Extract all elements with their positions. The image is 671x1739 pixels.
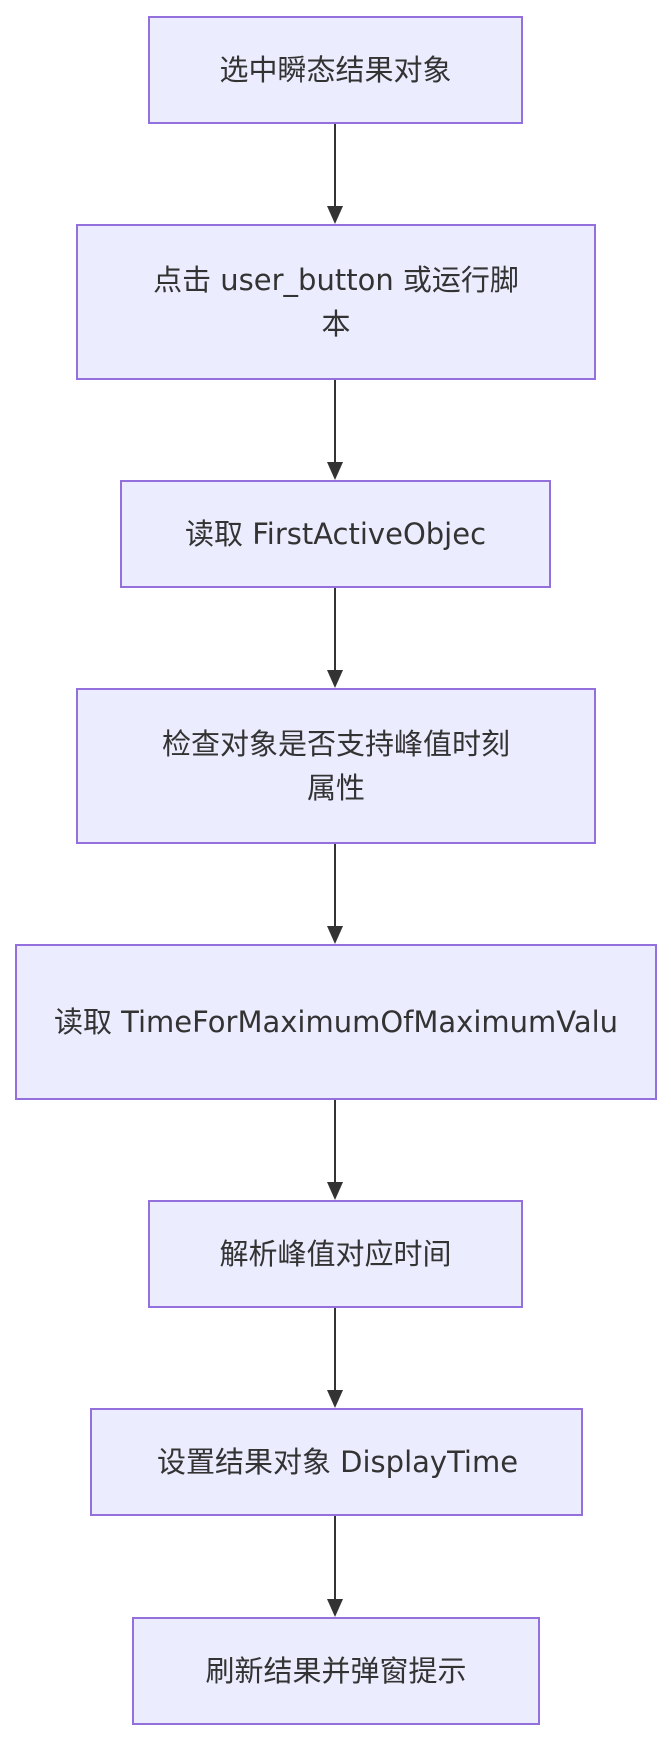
node-read-time-for-maximum[interactable]: 读取 TimeForMaximumOfMaximumValu — [15, 944, 657, 1100]
node-label: 点击 user_button 或运行脚 本 — [153, 263, 519, 341]
node-select-transient-result[interactable]: 选中瞬态结果对象 — [148, 16, 523, 124]
node-label: 选中瞬态结果对象 — [219, 53, 452, 87]
node-label: 刷新结果并弹窗提示 — [205, 1654, 467, 1688]
node-label: 读取 FirstActiveObjec — [184, 517, 487, 551]
edge-arrowhead — [327, 1182, 343, 1200]
node-check-peak-time-support[interactable]: 检查对象是否支持峰值时刻 属性 — [76, 688, 596, 844]
node-click-user-button-or-run-script[interactable]: 点击 user_button 或运行脚 本 — [76, 224, 596, 380]
node-set-display-time[interactable]: 设置结果对象 DisplayTime — [90, 1408, 583, 1516]
node-parse-peak-time[interactable]: 解析峰值对应时间 — [148, 1200, 523, 1308]
edge-arrowhead — [327, 1599, 343, 1617]
edge-arrowhead — [327, 926, 343, 944]
node-label: 设置结果对象 DisplayTime — [156, 1445, 519, 1479]
node-label: 检查对象是否支持峰值时刻 属性 — [161, 727, 510, 805]
edge-arrowhead — [327, 670, 343, 688]
edge-arrowhead — [327, 462, 343, 480]
node-label: 读取 TimeForMaximumOfMaximumValu — [53, 1005, 619, 1039]
node-label: 解析峰值对应时间 — [219, 1237, 452, 1271]
edge-arrowhead — [327, 206, 343, 224]
node-refresh-and-popup[interactable]: 刷新结果并弹窗提示 — [132, 1617, 540, 1725]
node-read-first-active-object[interactable]: 读取 FirstActiveObjec — [120, 480, 551, 588]
edge-arrowhead — [327, 1390, 343, 1408]
